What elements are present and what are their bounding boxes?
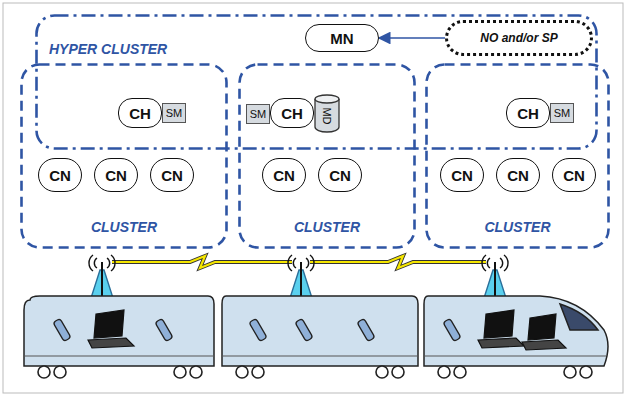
laptop xyxy=(88,310,566,350)
sm-box: SM xyxy=(162,103,186,123)
node-box: MN xyxy=(305,24,379,52)
node-label: MN xyxy=(330,30,353,47)
cn-node: CN xyxy=(38,158,82,192)
antenna xyxy=(89,255,508,298)
node-box: CH xyxy=(506,98,550,128)
node-label: CN xyxy=(49,167,71,184)
node-label: CN xyxy=(329,167,351,184)
group-label: HYPER CLUSTER xyxy=(49,41,167,57)
group-label: CLUSTER xyxy=(91,219,157,235)
frame xyxy=(3,3,623,393)
node-label: CH xyxy=(281,105,303,122)
node-label: MD xyxy=(321,107,333,124)
node-label: CH xyxy=(129,105,151,122)
region-border xyxy=(37,16,597,149)
cn-node: CN xyxy=(94,158,138,192)
cluster-region: CLUSTER SM CH MD CN CN xyxy=(238,63,416,249)
node-label: CH xyxy=(517,105,539,122)
region-border xyxy=(240,65,415,248)
cn-node: CN xyxy=(318,158,362,192)
node-label: CN xyxy=(451,167,473,184)
train-car xyxy=(24,296,608,366)
node-label: SM xyxy=(554,107,571,119)
node-label: SM xyxy=(166,107,183,119)
node-label: CN xyxy=(563,167,585,184)
group-label: CLUSTER xyxy=(484,219,550,235)
node-label: SM xyxy=(250,108,267,120)
cn-node: CN xyxy=(552,158,596,192)
node-label: CN xyxy=(273,167,295,184)
node-box: CH xyxy=(118,98,162,128)
node-label: CN xyxy=(507,167,529,184)
sm-box: SM xyxy=(550,103,574,123)
cn-node: CN xyxy=(496,158,540,192)
wireless-link xyxy=(112,256,486,268)
node-label: CN xyxy=(105,167,127,184)
connector-arrow xyxy=(379,37,445,39)
node-label: CN xyxy=(161,167,183,184)
wheel xyxy=(38,366,592,378)
node-box: CH xyxy=(270,98,314,128)
cluster-region: CLUSTER CH SM CN CN CN xyxy=(20,63,228,249)
node-label: NO and/or SP xyxy=(480,31,557,45)
cluster-region: CLUSTER CH SM CN CN CN xyxy=(425,63,610,249)
group-label: CLUSTER xyxy=(294,219,360,235)
region-border xyxy=(22,65,227,248)
cn-node: CN xyxy=(262,158,306,192)
sm-box: SM xyxy=(246,104,270,124)
operator-box: NO and/or SP xyxy=(445,20,593,56)
cn-node: CN xyxy=(440,158,484,192)
cn-node: CN xyxy=(150,158,194,192)
md-cylinder: MD xyxy=(314,94,340,132)
region-border xyxy=(427,65,609,248)
